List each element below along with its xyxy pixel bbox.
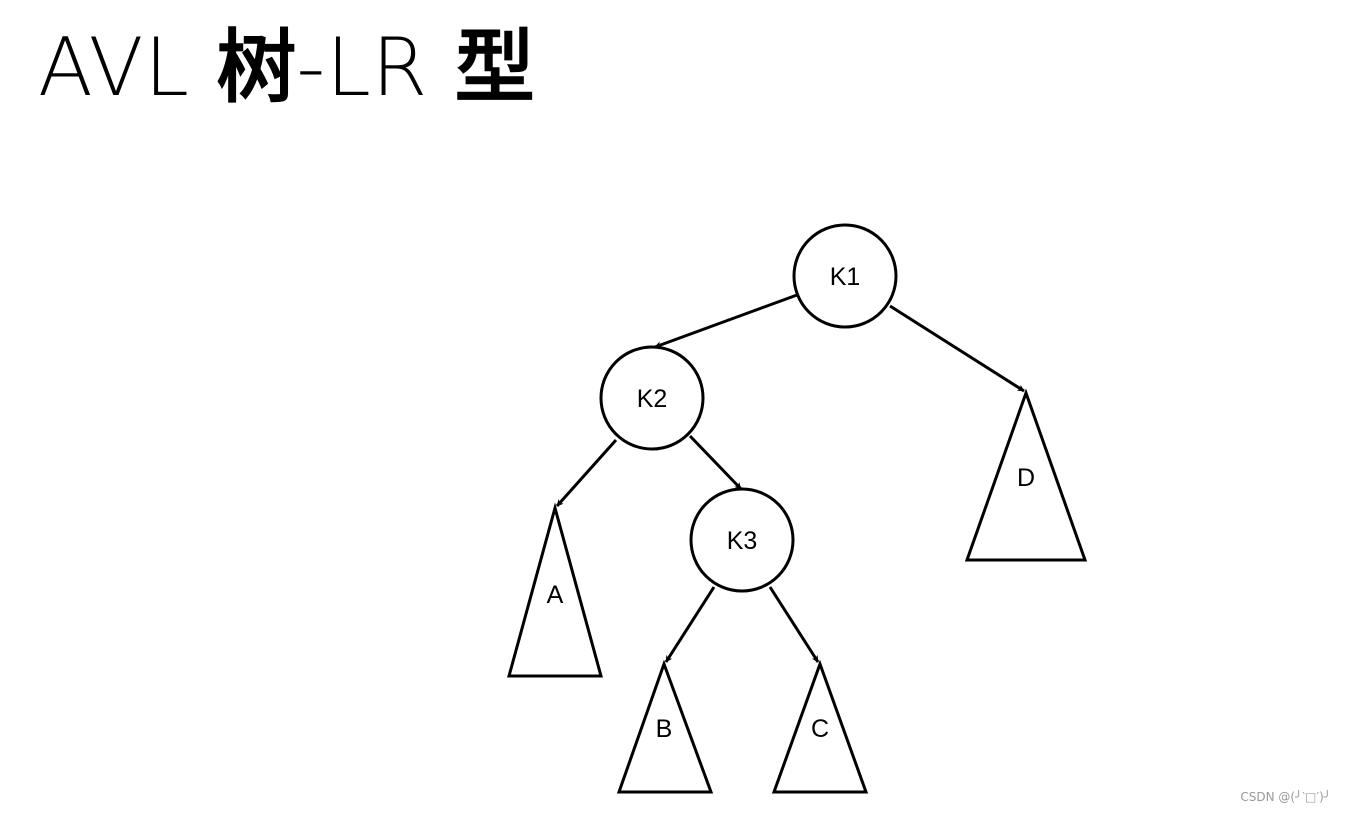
node-k1-label: K1 bbox=[830, 263, 861, 291]
node-k1: K1 bbox=[792, 223, 898, 329]
title-lr: -LR bbox=[296, 21, 455, 114]
subtree-b: B bbox=[616, 659, 714, 794]
edge-k2-a bbox=[555, 439, 618, 507]
subtree-d-label: D bbox=[1017, 464, 1035, 492]
edge-k3-b bbox=[664, 586, 716, 663]
node-k3-label: K3 bbox=[727, 527, 758, 555]
tree-edges bbox=[555, 293, 1025, 663]
subtree-a: A bbox=[507, 502, 603, 678]
subtree-c: C bbox=[771, 659, 869, 794]
title-type-word: 型 bbox=[454, 21, 535, 114]
edge-k3-c bbox=[768, 586, 820, 663]
title-tree-word: 树 bbox=[216, 21, 297, 114]
csdn-watermark: CSDN @(╯‵□′)╯ bbox=[1240, 790, 1331, 804]
edge-k1-d bbox=[889, 304, 1025, 393]
node-k2-label: K2 bbox=[637, 385, 668, 413]
subtree-d: D bbox=[964, 388, 1088, 562]
subtree-c-label: C bbox=[811, 715, 829, 743]
edge-k2-k3 bbox=[688, 434, 743, 491]
subtree-a-label: A bbox=[547, 581, 564, 609]
node-k3: K3 bbox=[689, 487, 795, 593]
node-k2: K2 bbox=[599, 345, 705, 451]
title-prefix: AVL bbox=[38, 21, 217, 114]
page-title: AVL 树-LR 型 bbox=[38, 28, 535, 108]
subtree-b-label: B bbox=[656, 715, 673, 743]
edge-k1-k2 bbox=[654, 293, 798, 349]
